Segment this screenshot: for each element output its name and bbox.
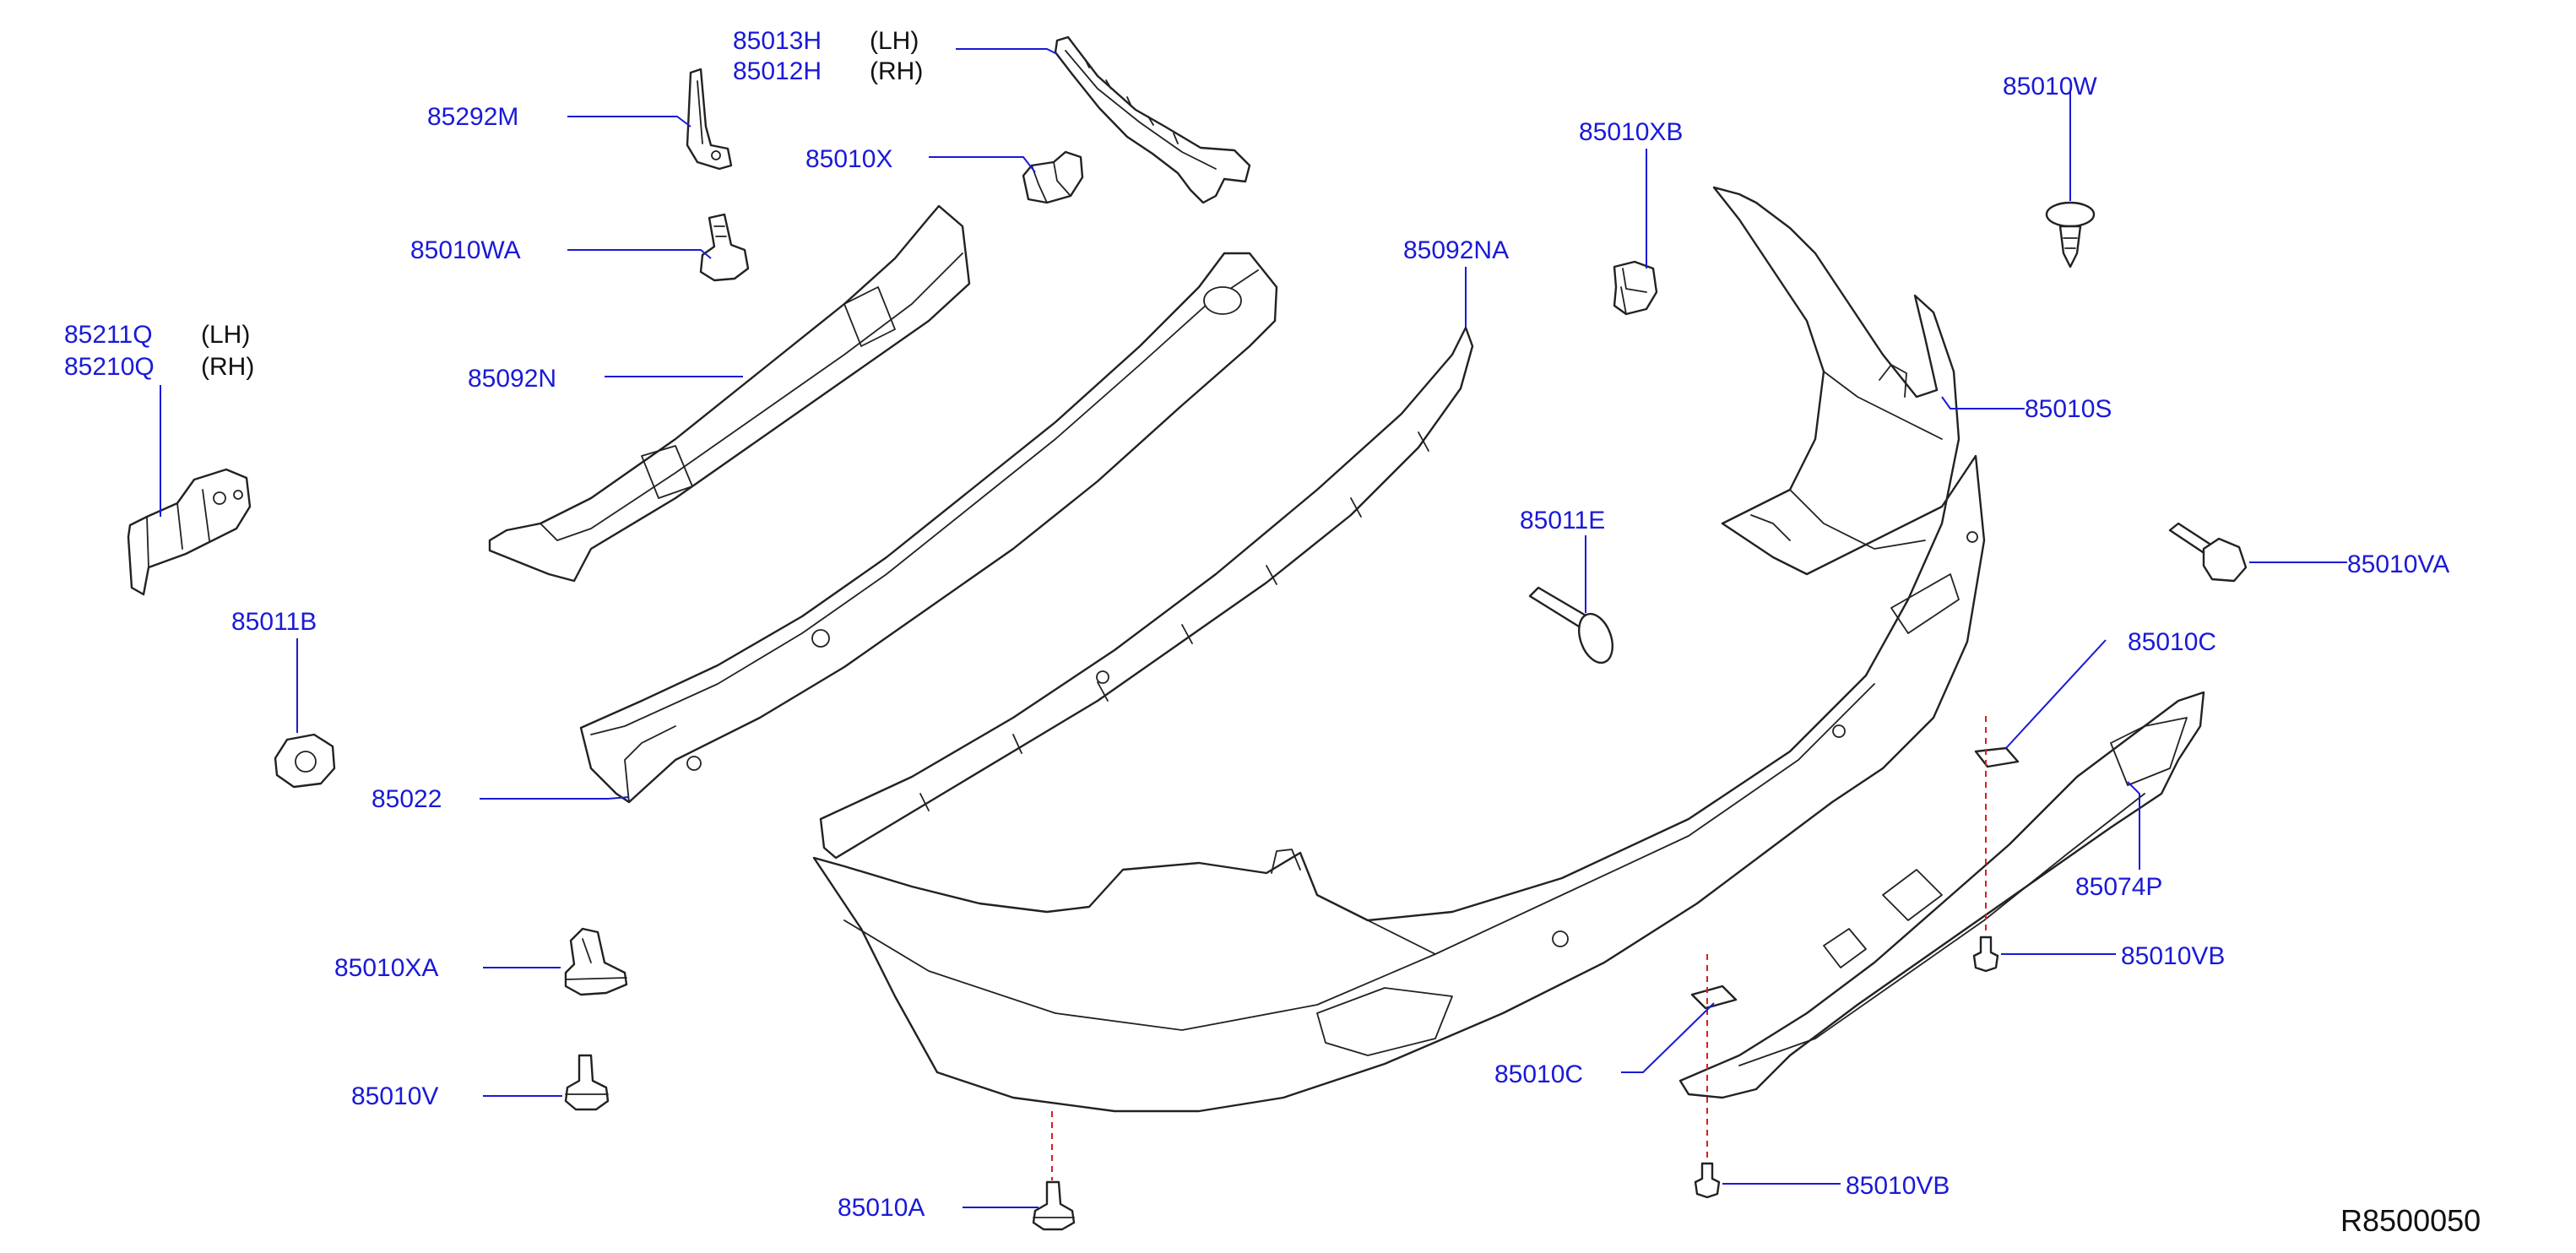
label-85013h: 85013H [733,27,822,55]
label-85211q: 85211Q [64,321,153,349]
absorber-85092n-drawing [488,204,971,583]
reinforcement-85022-drawing [579,252,1278,804]
bumper-fascia-85010s-drawing [812,186,1986,1113]
side-lh-85211q: (LH) [201,321,250,349]
label-85010wa: 85010WA [410,236,521,264]
pin-85011e-drawing [1528,586,1613,664]
label-85010va: 85010VA [2347,551,2449,578]
clip-85010w-drawing [2045,201,2096,268]
label-85010xb: 85010XB [1579,118,1683,146]
label-85010vb-lower: 85010VB [1846,1172,1950,1200]
bracket-85013h-drawing [1054,35,1251,204]
label-85010x: 85010X [805,145,892,173]
label-85074p: 85074P [2075,873,2162,901]
part-labels: 85013H (LH) 85012H (RH) 85292M 85010X 85… [64,27,2481,1238]
label-85010s: 85010S [2025,395,2112,423]
screw-85010vb-lower-drawing [1694,1162,1721,1199]
label-85022: 85022 [371,785,442,813]
label-85011e: 85011E [1520,507,1605,534]
label-85010w: 85010W [2003,73,2097,100]
bolt-85010a-drawing [1032,1180,1076,1231]
side-rh-85210q: (RH) [201,353,254,381]
clip-85010c-lower-drawing [1690,984,1738,1010]
alignment-lines [1051,716,1987,1180]
side-rh-85012h: (RH) [870,57,923,85]
bolt-85010va-drawing [2168,522,2248,583]
label-85092n: 85092N [468,365,556,393]
label-85092na: 85092NA [1403,236,1509,264]
label-85010v: 85010V [351,1082,438,1110]
diagram-reference-code: R8500050 [2340,1203,2481,1238]
clip-85010xa-drawing [564,927,628,996]
bracket-85292m-drawing [686,68,733,171]
leader-lines [160,48,2347,1208]
label-85011b: 85011B [231,608,317,636]
nut-85011b-drawing [274,733,336,789]
label-85010xa: 85010XA [334,954,438,982]
clip-85010c-upper-drawing [1974,746,2020,768]
side-lh-85013h: (LH) [870,27,919,55]
clip-85010x-drawing [1022,150,1084,204]
label-85010c-upper: 85010C [2128,628,2216,656]
bolt-85010v-drawing [564,1054,610,1111]
clip-85010wa-drawing [699,213,750,282]
bracket-85211q-drawing [127,468,252,596]
clip-85010xb-drawing [1613,260,1658,316]
label-85292m: 85292M [427,103,518,131]
diffuser-85074p-drawing [1678,691,2205,1099]
screw-85010vb-upper-drawing [1972,936,1999,973]
label-85010vb-upper: 85010VB [2121,942,2225,970]
label-85012h: 85012H [733,57,822,85]
label-85010c-lower: 85010C [1494,1060,1583,1088]
label-85210q: 85210Q [64,353,155,381]
label-85010a: 85010A [838,1194,925,1222]
retainer-85092na-drawing [819,326,1474,860]
